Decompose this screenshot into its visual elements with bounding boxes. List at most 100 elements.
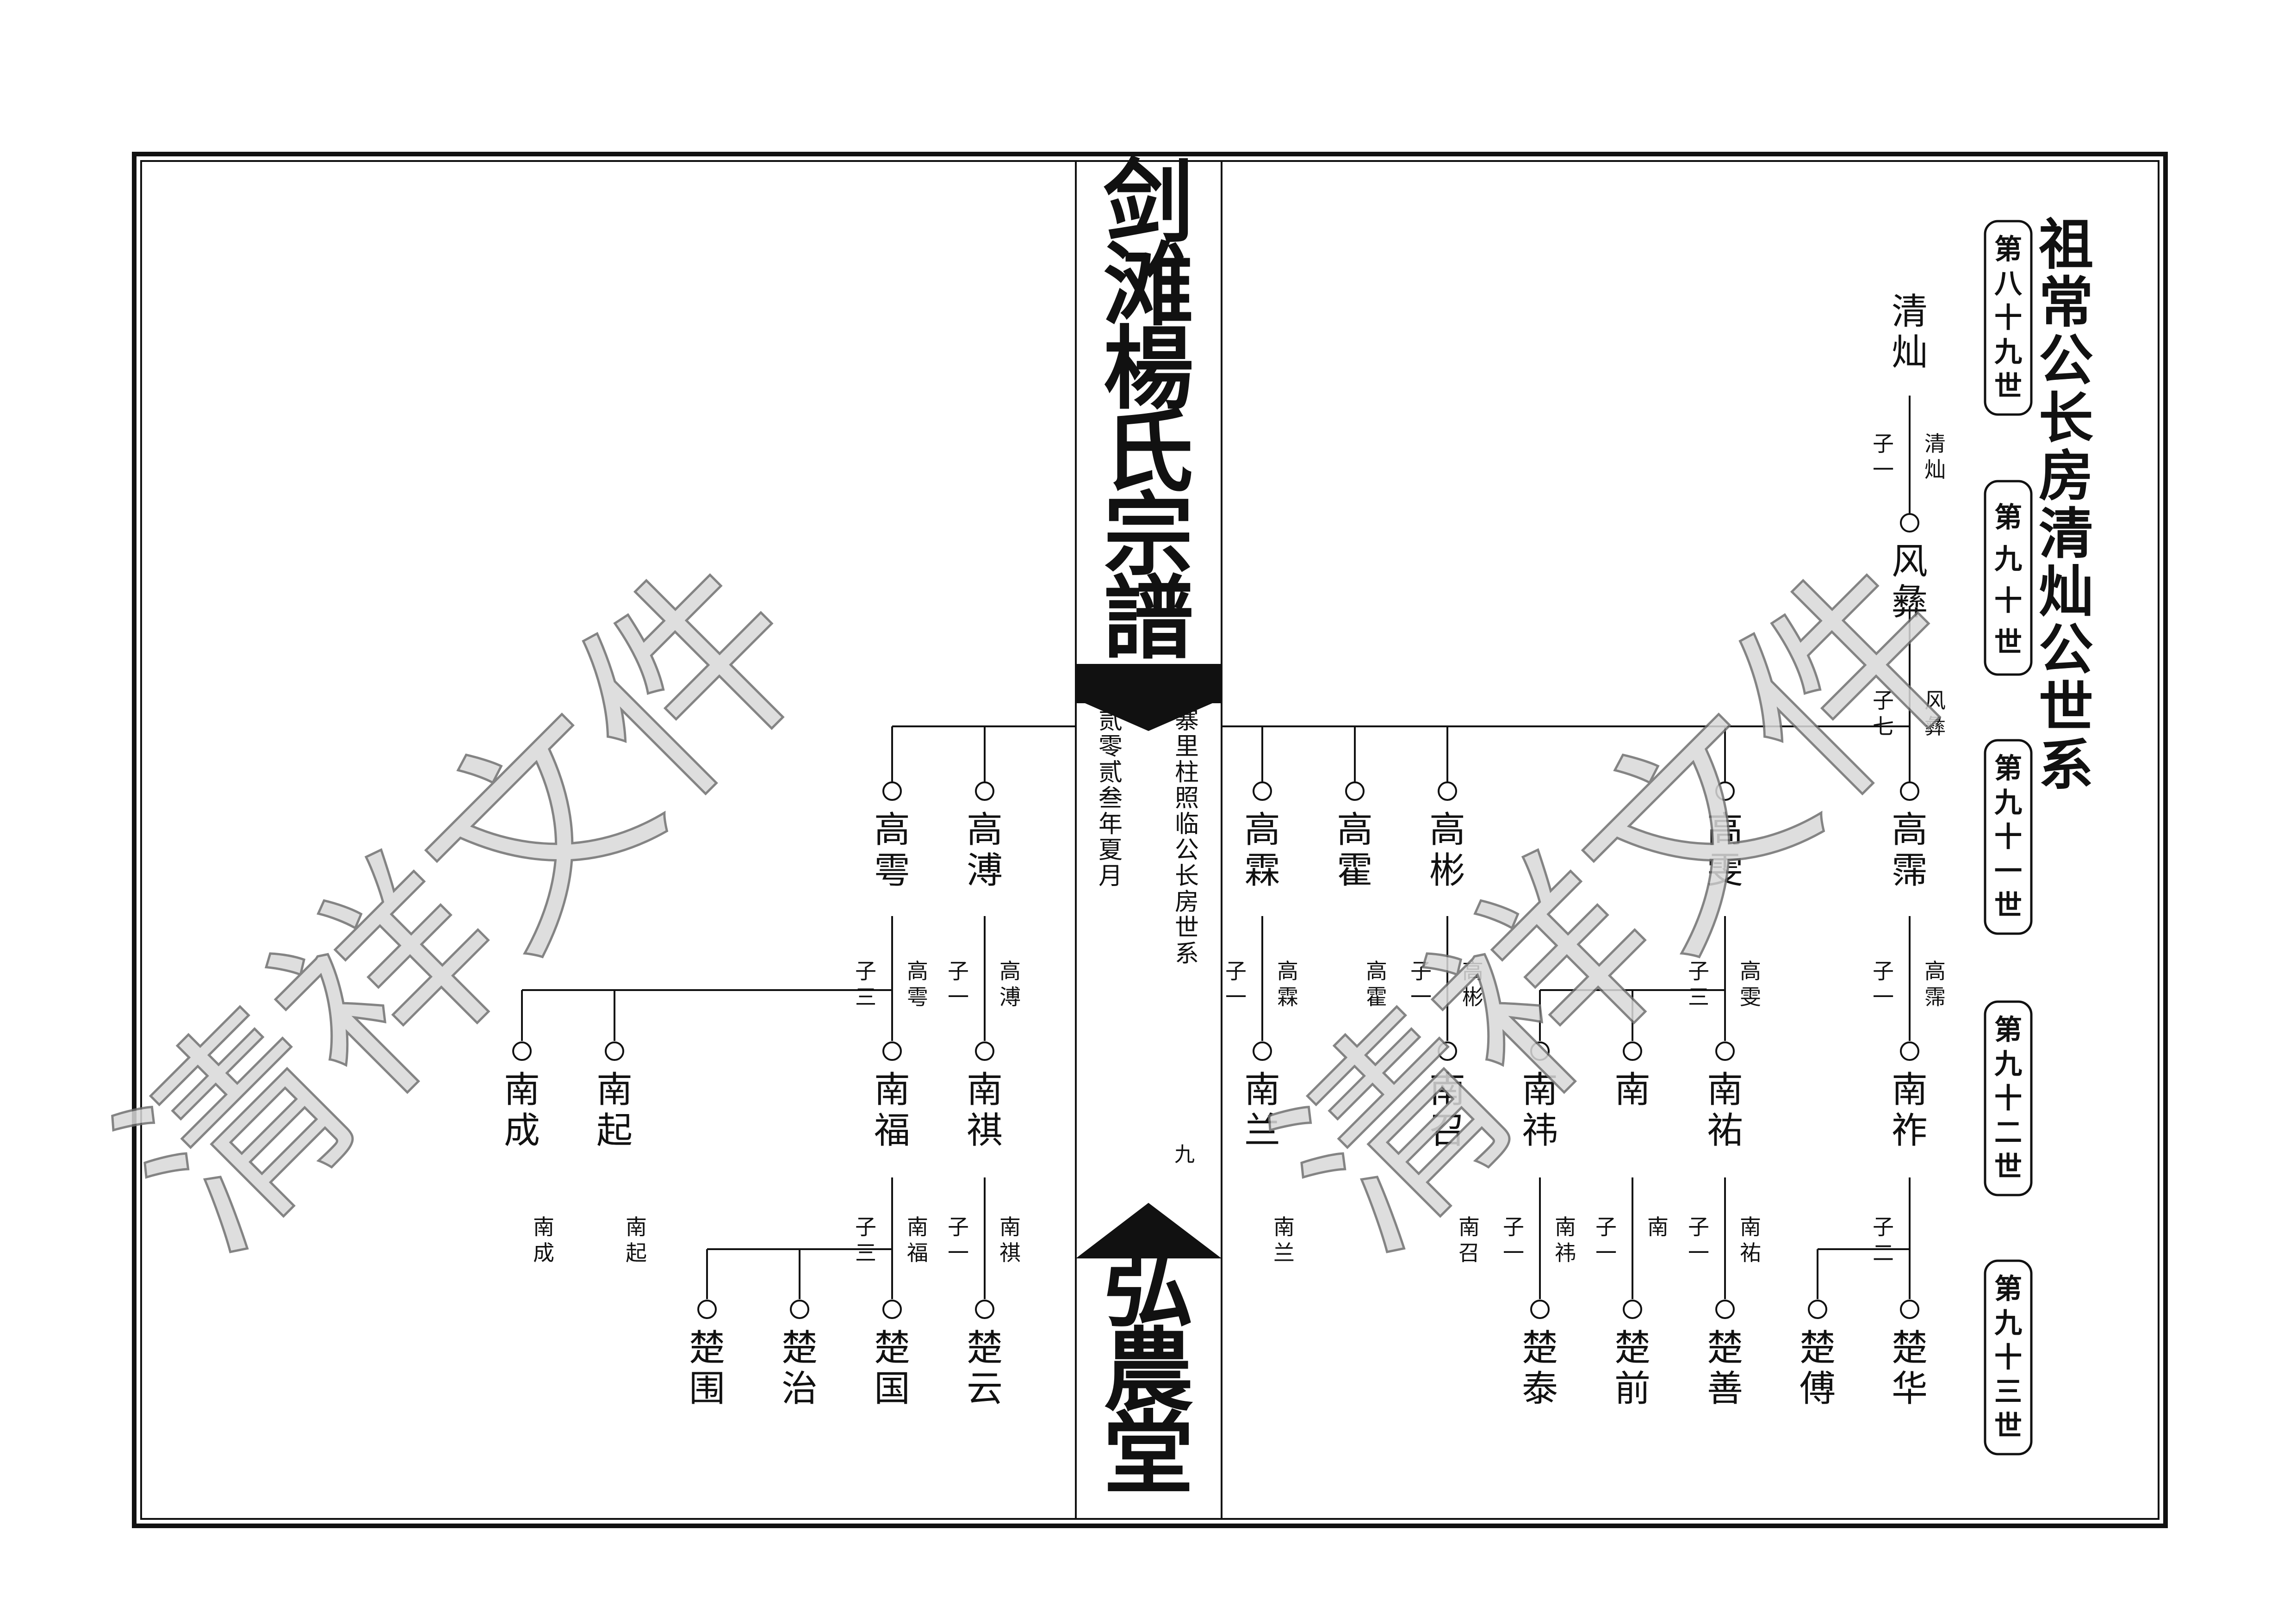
person-node-circle: [1623, 1041, 1642, 1061]
lineage-note-children: 子七: [1873, 688, 1894, 739]
person-node-circle: [1715, 781, 1735, 801]
page-number: 九: [1174, 1143, 1195, 1166]
generation-label: 第九十世: [1994, 502, 2022, 659]
lineage-note-children: 子一: [948, 959, 969, 1010]
generation-badge: [1984, 1000, 2033, 1196]
lineage-note-parent: 南祎: [1555, 1214, 1576, 1265]
lineage-note-parent: 南兰: [1273, 1214, 1295, 1265]
person-node-circle: [1808, 1300, 1827, 1319]
lineage-note-parent: 风彝: [1924, 688, 1946, 739]
person-node-circle: [1253, 781, 1272, 801]
person-name: 楚围: [689, 1327, 725, 1410]
lineage-note-children: 子一: [1225, 959, 1247, 1010]
person-node-circle: [512, 1041, 532, 1061]
person-name: 楚善: [1707, 1327, 1743, 1410]
person-name: 南成: [504, 1069, 540, 1152]
watermark-layer: 清祥文件清祥文件: [77, 516, 2013, 1295]
person-name: 楚前: [1614, 1327, 1651, 1410]
person-name: 南兰: [1244, 1069, 1280, 1152]
lineage-note-parent: 高溥: [999, 959, 1021, 1010]
person-node-circle: [790, 1300, 809, 1319]
lineage-note-parent: 高雯: [1740, 959, 1761, 1010]
person-node-circle: [1530, 1300, 1550, 1319]
person-name: 南祎: [1522, 1069, 1558, 1152]
hall-name: 弘農堂: [1104, 1234, 1194, 1506]
person-name: 楚治: [782, 1327, 818, 1410]
person-name: 楚华: [1892, 1327, 1928, 1410]
person-name: 南福: [874, 1069, 910, 1152]
lineage-note-parent: 南祐: [1740, 1214, 1761, 1265]
lineage-note-parent: 南召: [1458, 1214, 1480, 1265]
person-name: 南召: [1429, 1069, 1465, 1152]
lineage-note-parent: 南起: [626, 1214, 647, 1265]
person-node-circle: [1900, 513, 1919, 533]
lineage-note-children: 子一: [1873, 431, 1894, 482]
person-node-circle: [697, 1300, 717, 1319]
generation-label: 第九十二世: [1994, 1014, 2022, 1183]
tree-nodes: [512, 513, 1919, 1319]
generation-label: 第九十一世: [1994, 753, 2022, 922]
text-layer: 祖常公长房清灿公世系剑滩楊氏宗譜弘農堂寨里柱照临公长房世系贰零贰叁年夏月九清灿风…: [504, 149, 2093, 1506]
generation-badge: [1984, 480, 2033, 676]
lineage-note-parent: 南: [1647, 1214, 1669, 1239]
watermark-text: 清祥文件: [78, 517, 855, 1294]
person-node-circle: [1900, 1300, 1919, 1319]
generation-badge: [1984, 739, 2033, 935]
lineage-note-children: 子三: [855, 959, 876, 1010]
person-node-circle: [1715, 1300, 1735, 1319]
page-title: 祖常公长房清灿公世系: [2039, 212, 2093, 797]
tree-lines: [521, 396, 1911, 1299]
lineage-note-children: 子三: [1688, 959, 1709, 1010]
center-spine: [1075, 161, 1222, 1519]
lineage-note-children: 子二: [1873, 1214, 1894, 1265]
lineage-note-parent: 高霍: [1366, 959, 1387, 1010]
lineage-note-parent: 清灿: [1924, 431, 1946, 482]
person-name: 南: [1614, 1069, 1651, 1111]
lineage-note-children: 子一: [1503, 1214, 1524, 1265]
person-name: 高霍: [1337, 809, 1373, 892]
person-node-circle: [1438, 781, 1457, 801]
person-name: 高霈: [1892, 809, 1928, 892]
person-node-circle: [1900, 1041, 1919, 1061]
generation-label: 第九十三世: [1994, 1273, 2022, 1443]
book-title: 剑滩楊氏宗譜: [1104, 149, 1194, 671]
person-name: 高霖: [1244, 809, 1280, 892]
person-name: 清灿: [1892, 291, 1928, 373]
person-node-circle: [882, 1300, 902, 1319]
generation-badge: [1984, 1259, 2033, 1456]
generation-label: 第八十九世: [1994, 234, 2023, 403]
person-name: 南祺: [967, 1069, 1003, 1152]
person-name: 南起: [596, 1069, 633, 1152]
inner-frame: [140, 160, 2159, 1520]
lineage-note-parent: 南福: [907, 1214, 928, 1265]
person-node-circle: [1715, 1041, 1735, 1061]
lineage-note-parent: 高霖: [1277, 959, 1298, 1010]
person-name: 楚国: [874, 1327, 910, 1410]
lineage-note-parent: 高雩: [907, 959, 928, 1010]
person-name: 高雯: [1707, 809, 1743, 892]
person-name: 楚云: [967, 1327, 1003, 1410]
person-node-circle: [1530, 1041, 1550, 1061]
person-name: 南祚: [1892, 1069, 1928, 1152]
person-node-circle: [882, 781, 902, 801]
person-name: 风彝: [1892, 541, 1928, 623]
lineage-note-children: 子一: [948, 1214, 969, 1265]
outer-frame: [132, 152, 2168, 1528]
person-node-circle: [1345, 781, 1365, 801]
lineage-note-children: 子一: [1595, 1214, 1617, 1265]
lineage-note-parent: 南成: [533, 1214, 554, 1265]
person-name: 楚傅: [1800, 1327, 1836, 1410]
generation-badge: [1984, 220, 2033, 416]
lineage-note-children: 子一: [1688, 1214, 1709, 1265]
person-name: 高彬: [1429, 809, 1465, 892]
subtitle-text: 寨里柱照临公长房世系: [1175, 707, 1199, 968]
lineage-note-parent: 南祺: [999, 1214, 1021, 1265]
person-node-circle: [975, 1041, 994, 1061]
person-name: 高溥: [967, 809, 1003, 892]
person-node-circle: [1253, 1041, 1272, 1061]
person-node-circle: [1623, 1300, 1642, 1319]
lineage-note-children: 子一: [1410, 959, 1432, 1010]
person-node-circle: [1900, 781, 1919, 801]
